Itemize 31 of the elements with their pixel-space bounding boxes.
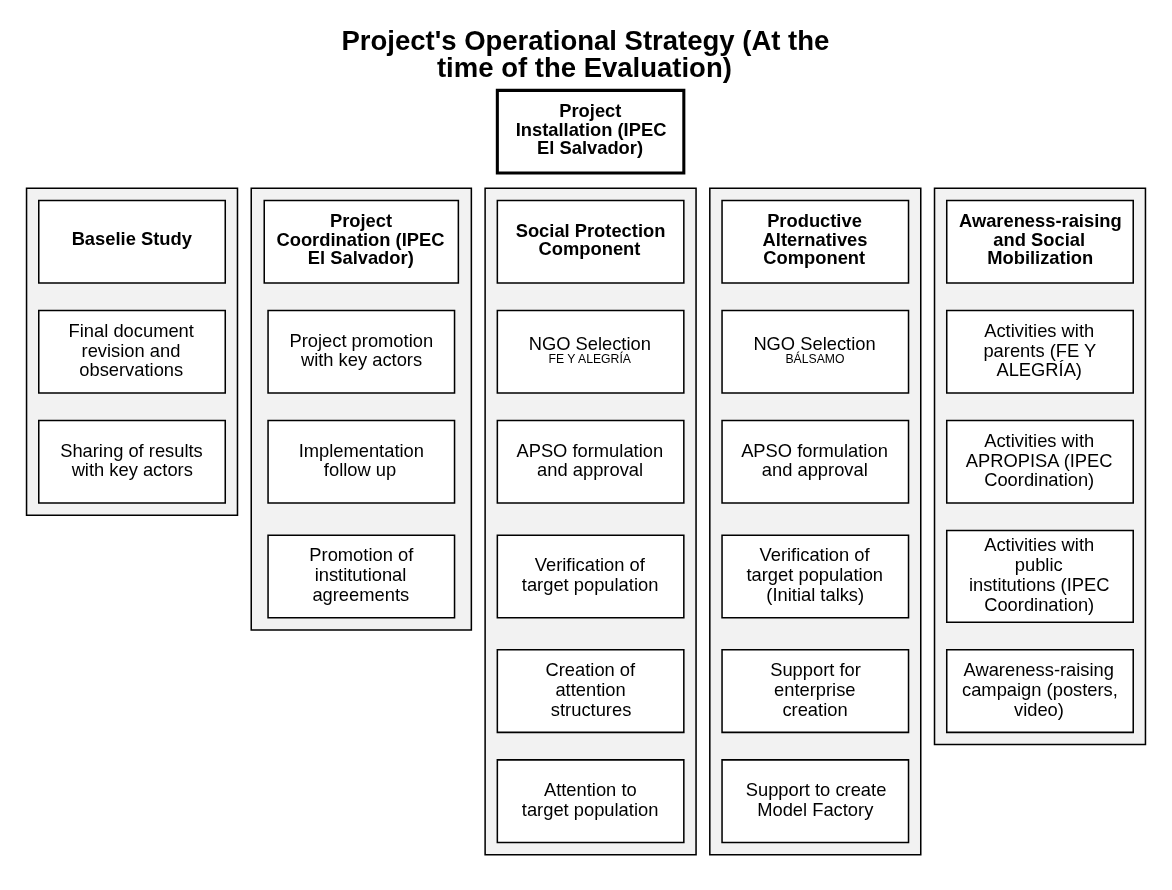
node-box: Promotion of institutional agreements [267,534,456,619]
node-box: Social Protection Component [496,199,685,284]
node-box: Attention to target population [496,759,685,844]
node-box: Verification of target population [496,534,685,619]
cluster [484,187,697,856]
cluster [933,187,1147,746]
node-box: APSO formulation and approval [496,419,685,504]
node-box: Awareness-raising campaign (posters, video) [945,649,1134,734]
node-box: Implementation follow up [267,419,456,504]
node-box: Sharing of results with key actors [38,419,227,504]
node-box: Activities with APROPISA (IPEC Coordination) [945,419,1134,504]
node-box: Support to create Model Factory [721,759,910,844]
cluster [250,187,473,631]
node-box: Project Coordination (IPEC El Salvador) [263,199,460,284]
node-box: Activities with public institutions (IPEC Coordination) [945,529,1134,624]
node-box: Baselie Study [38,199,227,284]
node-box: Final document revision and observations [38,309,227,394]
diagram-title: Project's Operational Strategy (At the time of the Evaluation) [341,24,830,84]
node-box: Awareness-raising and Social Mobilization [945,199,1134,284]
node-box: NGO Selection BÁLSAMO [721,309,910,394]
node-box: Project Installation (IPEC El Salvador) [495,88,686,175]
cluster [25,187,239,517]
node-box: Creation of attention structures [496,649,685,734]
node-box: NGO Selection FE Y ALEGRÍA [496,309,685,394]
node-box: Activities with parents (FE Y ALEGRÍA) [945,309,1134,394]
node-box: Productive Alternatives Component [721,199,910,284]
node-box: Support for enterprise creation [721,649,910,734]
node-box: Project promotion with key actors [267,309,456,394]
node-box: APSO formulation and approval [721,419,910,504]
node-box: Verification of target population (Initial talks) [721,534,910,619]
cluster [709,187,922,856]
